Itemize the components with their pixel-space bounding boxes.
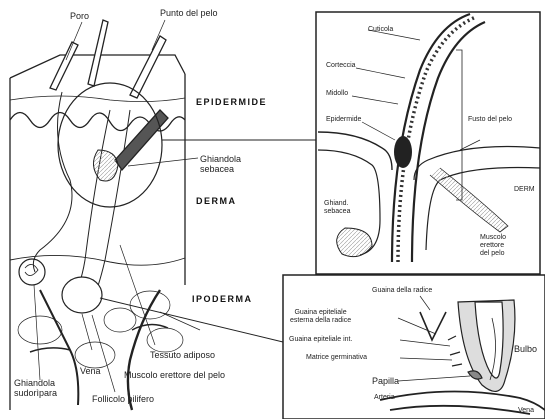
detail-circle-upper bbox=[58, 83, 162, 207]
label-root-sheath: Guaina della radice bbox=[372, 287, 432, 295]
label-hair-point: Punto del pelo bbox=[160, 8, 218, 18]
sebaceous-gland bbox=[93, 150, 118, 181]
hair-pore bbox=[50, 42, 78, 90]
label-arrector-muscle: Muscolo erettore del pelo bbox=[124, 370, 225, 380]
inset-bottom-frame bbox=[283, 275, 545, 419]
label-artery: Arteria bbox=[374, 394, 395, 402]
label-pore: Poro bbox=[70, 11, 89, 21]
label-adipose-tissue: Tessuto adiposo bbox=[150, 350, 215, 360]
label-medulla: Midollo bbox=[326, 90, 348, 98]
label-cuticle: Cuticola bbox=[368, 26, 393, 34]
label-epidermis: EPIDERMIDE bbox=[196, 97, 267, 107]
label-papilla: Papilla bbox=[372, 376, 399, 386]
label-sebaceous-inset: Ghiand. sebacea bbox=[324, 200, 350, 216]
label-outer-epithelial-sheath: Guaina epiteliale esterna della radice bbox=[290, 309, 351, 325]
hair-shaft-main bbox=[130, 36, 166, 98]
label-hair-shaft-inset: Fusto del pelo bbox=[468, 116, 512, 124]
inset-top-frame bbox=[316, 12, 540, 274]
label-germinative-matrix: Matrice germinativa bbox=[306, 354, 367, 362]
label-epidermis-inset: Epidermide bbox=[326, 116, 361, 124]
label-vein-inset: Vena bbox=[518, 407, 534, 415]
label-arrector-inset: Muscolo erettore del pelo bbox=[480, 234, 506, 258]
label-vein: Vena bbox=[80, 366, 101, 376]
label-bulb: Bulbo bbox=[514, 344, 537, 354]
label-dermis-inset: DERM bbox=[514, 186, 535, 194]
label-cortex: Corteccia bbox=[326, 62, 356, 70]
label-hair-follicle: Follicolo pilifero bbox=[92, 394, 154, 404]
hair-left bbox=[88, 20, 108, 86]
hair-bulb bbox=[62, 277, 102, 313]
sweat-gland-coil bbox=[19, 259, 45, 285]
label-dermis: DERMA bbox=[196, 196, 237, 206]
label-sebaceous-gland: Ghiandola sebacea bbox=[200, 154, 241, 174]
label-inner-epithelial-sheath: Guaina epiteliale int. bbox=[289, 336, 352, 344]
label-hypodermis: IPODERMA bbox=[192, 294, 253, 304]
epidermis-upper-line bbox=[10, 96, 185, 102]
label-sweat-gland: Ghiandola sudorìpara bbox=[14, 378, 57, 398]
